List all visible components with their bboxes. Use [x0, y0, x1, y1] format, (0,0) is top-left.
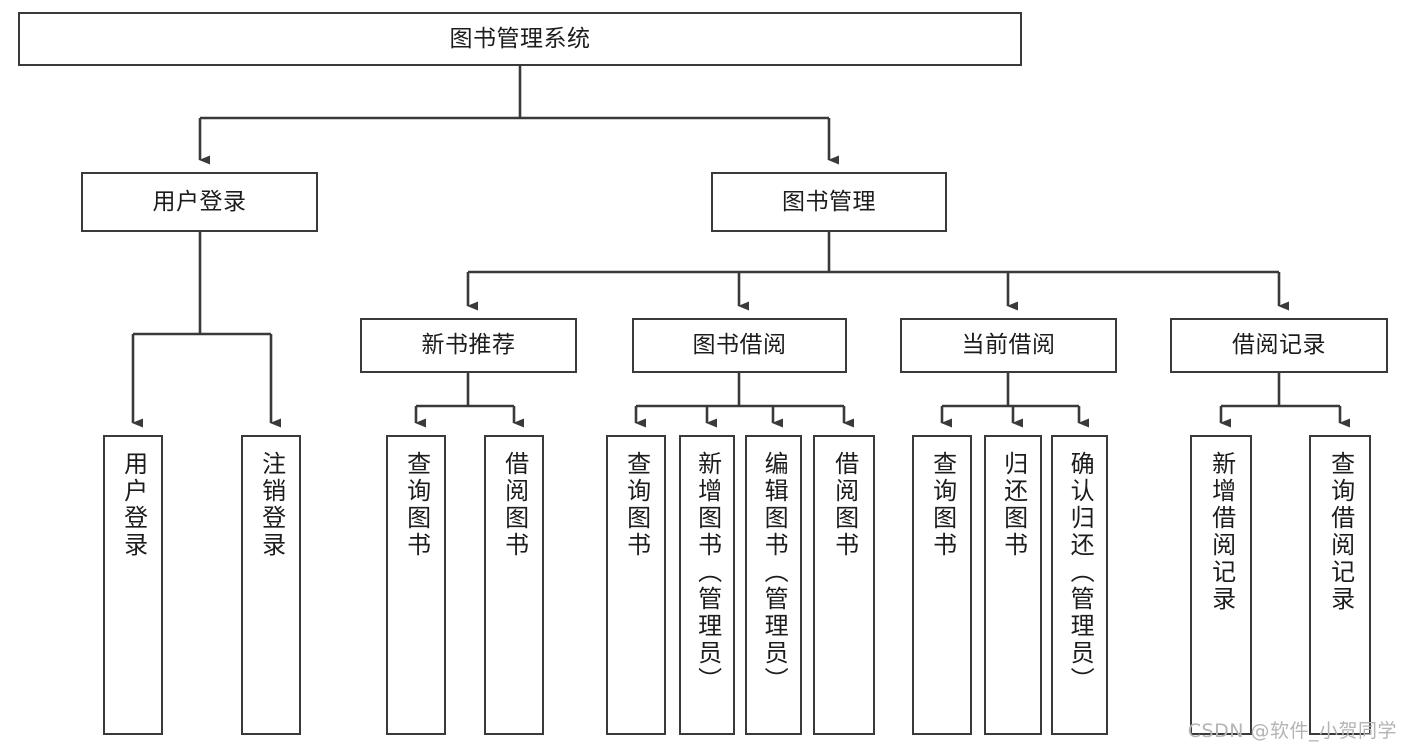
node-label-leaf-borrow-book-2: 借阅图书	[830, 451, 859, 559]
node-label-user-login: 用户登录	[152, 188, 247, 215]
node-leaf-query-record[interactable]: 查询借阅记录	[1309, 435, 1371, 735]
node-label-leaf-user-login: 用户登录	[119, 451, 148, 559]
node-label-leaf-borrow-book-1: 借阅图书	[500, 451, 529, 559]
node-label-borrow-record: 借阅记录	[1232, 332, 1326, 359]
node-label-leaf-query-book-3: 查询图书	[928, 451, 957, 559]
node-label-leaf-add-record: 新增借阅记录	[1207, 451, 1236, 613]
node-label-leaf-return-book: 归还图书	[999, 451, 1028, 559]
node-current-borrow[interactable]: 当前借阅	[900, 318, 1117, 373]
node-label-leaf-query-book-2: 查询图书	[622, 451, 651, 559]
node-label-root: 图书管理系统	[449, 25, 591, 52]
node-label-leaf-query-record: 查询借阅记录	[1326, 451, 1355, 613]
node-leaf-borrow-book-1[interactable]: 借阅图书	[484, 435, 544, 735]
node-leaf-add-book[interactable]: 新增图书（管理员）	[679, 435, 735, 735]
node-book-manage[interactable]: 图书管理	[711, 172, 947, 232]
node-leaf-query-book-1[interactable]: 查询图书	[386, 435, 446, 735]
node-leaf-query-book-2[interactable]: 查询图书	[606, 435, 666, 735]
node-label-leaf-edit-book: 编辑图书（管理员）	[760, 451, 789, 694]
node-leaf-borrow-book-2[interactable]: 借阅图书	[813, 435, 875, 735]
node-label-leaf-query-book-1: 查询图书	[402, 451, 431, 559]
node-leaf-add-record[interactable]: 新增借阅记录	[1190, 435, 1252, 735]
watermark-text: CSDN @软件_小贺同学	[1187, 720, 1397, 742]
node-new-book-rec[interactable]: 新书推荐	[360, 318, 577, 373]
node-label-leaf-user-logout: 注销登录	[257, 451, 286, 559]
node-root[interactable]: 图书管理系统	[18, 12, 1022, 66]
node-label-current-borrow: 当前借阅	[961, 332, 1056, 359]
node-leaf-edit-book[interactable]: 编辑图书（管理员）	[745, 435, 802, 735]
node-leaf-return-book[interactable]: 归还图书	[984, 435, 1042, 735]
node-label-new-book-rec: 新书推荐	[421, 332, 516, 359]
node-book-borrow[interactable]: 图书借阅	[632, 318, 847, 373]
node-leaf-user-logout[interactable]: 注销登录	[241, 435, 301, 735]
node-user-login[interactable]: 用户登录	[81, 172, 318, 232]
node-leaf-confirm-ret[interactable]: 确认归还（管理员）	[1051, 435, 1108, 735]
node-borrow-record[interactable]: 借阅记录	[1170, 318, 1388, 373]
node-label-leaf-add-book: 新增图书（管理员）	[693, 451, 722, 694]
node-leaf-user-login[interactable]: 用户登录	[103, 435, 163, 735]
node-label-book-manage: 图书管理	[782, 188, 876, 215]
node-label-book-borrow: 图书借阅	[692, 332, 787, 359]
node-label-leaf-confirm-ret: 确认归还（管理员）	[1066, 451, 1095, 694]
node-leaf-query-book-3[interactable]: 查询图书	[912, 435, 972, 735]
